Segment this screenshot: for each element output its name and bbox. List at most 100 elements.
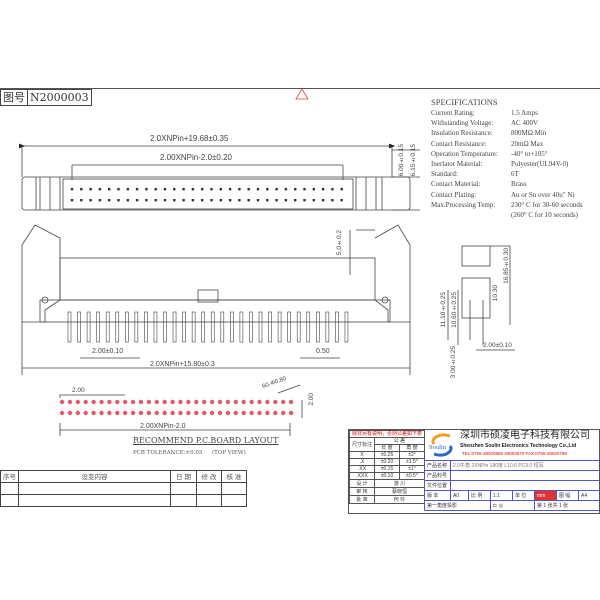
- pin-leg: [77, 311, 81, 343]
- pin-leg: [220, 311, 225, 343]
- spec-value: Brass: [511, 180, 527, 189]
- dim-top-pitch: 2.00XNPin-2.0±0.20: [160, 153, 232, 162]
- spec-value: -40° to+105°: [511, 149, 548, 158]
- pin-leg: [86, 311, 91, 343]
- rev-header-modify: 修 改: [196, 470, 222, 483]
- pin-leg: [144, 311, 148, 343]
- dim-pcb-col: 2.00: [308, 393, 315, 406]
- spec-key: Contact Plating:: [431, 190, 477, 199]
- pin-square: [321, 199, 325, 202]
- sheet-info: 第 1 张共 1 张: [533, 500, 600, 511]
- product-name-label: 产品名称: [424, 460, 451, 471]
- pcb-hole: [146, 399, 152, 405]
- tolerance-cell: X: [349, 451, 375, 459]
- tolerance-cell: ±1°: [399, 465, 425, 473]
- tol-sub-angle: 角 度: [399, 444, 425, 452]
- pcb-hole: [233, 410, 238, 416]
- spec-value: 800MΩ Min: [511, 129, 547, 138]
- version-label: 版 本: [424, 490, 451, 501]
- spec-key: Withstanding Voltage:: [431, 119, 494, 128]
- signature-name: 游 川: [374, 479, 425, 488]
- pin-square: [266, 199, 269, 202]
- pcb-hole: [225, 399, 231, 405]
- spec-key: Contact Material:: [431, 180, 481, 189]
- pin-square: [294, 199, 297, 202]
- file-location-label: 文件位置: [424, 480, 451, 491]
- tolerance-cell: .XXX: [349, 472, 375, 480]
- pin-leg: [163, 311, 167, 343]
- top-view-body: [21, 176, 411, 211]
- pcb-hole: [99, 399, 104, 405]
- dim-pcb-length: 2.00XNPin-2.0: [140, 423, 186, 430]
- pcb-hole: [225, 410, 231, 416]
- pin-square: [70, 188, 74, 191]
- pin-leg: [268, 311, 272, 343]
- pin-square: [312, 188, 315, 191]
- tolerance-cell: ±1.5°: [399, 458, 425, 466]
- pin-square: [256, 188, 260, 191]
- signature-row: 审 核蔡晓恒: [349, 487, 425, 496]
- spec-row: Operation Temperature:-40° to+105°: [431, 149, 600, 159]
- spec-key: Inerlator Material:: [431, 159, 483, 168]
- pin-square: [117, 188, 120, 191]
- dim-front-latch: 5.0±0.2: [336, 230, 343, 256]
- pcb-hole: [130, 410, 136, 416]
- pin-leg: [258, 311, 263, 343]
- pin-square: [210, 199, 213, 202]
- pin-square: [321, 188, 325, 191]
- size: A4: [577, 490, 600, 501]
- dim-side-pitch: 2.00±0.10: [483, 342, 512, 349]
- pin-leg: [125, 311, 129, 343]
- pcb-hole: [273, 410, 278, 416]
- pcb-hole: [154, 399, 159, 405]
- spec-key: Insulation Resistance:: [431, 129, 493, 138]
- pcb-hole: [249, 399, 254, 405]
- pin-square: [163, 199, 167, 202]
- tolerance-row: X±0.25±2°: [349, 451, 425, 459]
- pcb-hole: [178, 410, 183, 416]
- tolerance-cell: ±0.5°: [399, 472, 425, 480]
- tolerance-row: .XX±0.15±1°: [349, 465, 425, 473]
- signature-name: 蔡晓恒: [374, 487, 425, 496]
- pcb-hole: [281, 410, 286, 416]
- pin-square: [126, 199, 129, 202]
- pcb-hole: [107, 399, 112, 405]
- pin-leg: [201, 311, 205, 343]
- spec-key: [431, 210, 511, 220]
- pcb-hole: [194, 410, 199, 416]
- dim-side-inner: 10.30: [492, 285, 499, 302]
- rev-header-approve: 核 准: [221, 470, 247, 483]
- pin-square: [108, 199, 111, 202]
- pcb-hole: [138, 410, 144, 416]
- pin-leg: [182, 311, 186, 343]
- pcb-hole: [83, 410, 88, 416]
- pcb-hole: [83, 399, 88, 405]
- spec-row: Inerlator Material:Polyester(UL94V-0): [431, 159, 600, 169]
- spec-value: 1.5 Amps: [511, 109, 538, 117]
- pcb-hole: [186, 410, 191, 416]
- tolerance-table: 除非另有说明，否则公差如下表 尺寸标注公 差 长 度角 度 X±0.25±2°.…: [349, 430, 425, 504]
- pin-square: [201, 188, 204, 191]
- front-view-latches: [21, 224, 411, 323]
- pin-square: [173, 188, 176, 191]
- rev-header-date: 日 期: [170, 470, 197, 483]
- pin-leg: [335, 311, 339, 343]
- pin-square: [154, 199, 157, 202]
- spec-row: Contact Plating:Au or Sn over 40u" Ni: [431, 190, 600, 200]
- pcb-hole: [249, 410, 254, 416]
- pcb-hole: [123, 399, 128, 405]
- pcb-view-label: (TOP VIEW): [212, 450, 246, 456]
- size-label: 图 幅: [556, 490, 579, 501]
- pin-leg: [344, 311, 349, 343]
- pcb-hole: [130, 399, 136, 405]
- product-name: 2.0牛角 2XNPin 180度 L10.6 PC3.0 短耳: [449, 460, 600, 471]
- pin-square: [247, 199, 250, 202]
- reference-mark: [295, 88, 309, 100]
- pcb-hole: [67, 410, 73, 416]
- pcb-hole: [288, 410, 294, 416]
- pcb-hole: [288, 399, 294, 405]
- pcb-hole: [178, 399, 183, 405]
- spec-row: Withstanding Voltage:AC 400V: [431, 118, 600, 128]
- dim-top-h1: 6.00±0.15: [398, 144, 405, 177]
- signature-role: 批 准: [349, 495, 375, 504]
